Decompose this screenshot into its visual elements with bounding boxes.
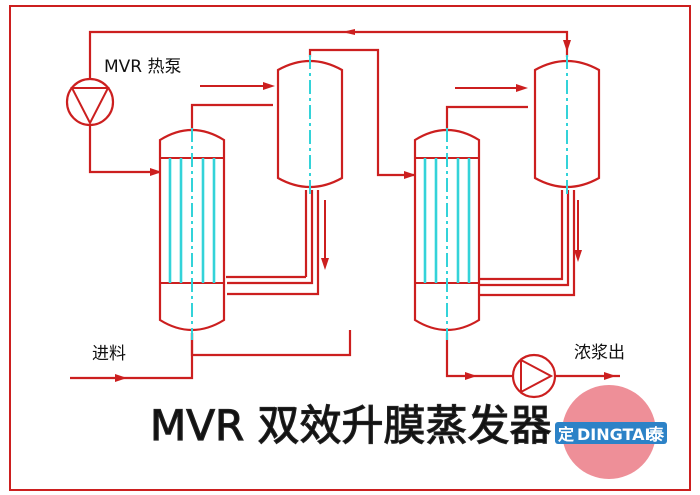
separator-1 xyxy=(276,55,344,196)
evaporator2-vapor-pipe xyxy=(445,105,528,133)
feed-label: 进料 xyxy=(92,344,126,364)
arrow-to-separator2 xyxy=(516,84,528,92)
concentrate-out-label: 浓浆出 xyxy=(574,343,625,363)
flow-arrows xyxy=(115,29,616,382)
diagram-frame xyxy=(9,5,691,491)
separator-2 xyxy=(533,55,601,196)
separator1-return-pipe xyxy=(227,190,314,285)
pipe-network xyxy=(70,30,620,380)
arrow-to-separator1 xyxy=(263,82,275,90)
arrow-top-left xyxy=(342,29,355,35)
dingtai-logo: 定 DINGTAI 泰 xyxy=(555,385,667,479)
feed-pipe xyxy=(70,333,194,380)
evaporator1-vapor-pipe xyxy=(190,103,273,133)
evaporator2-outlet-pipe xyxy=(445,333,512,378)
evaporator-2 xyxy=(413,128,481,340)
logo-brand: DINGTAI xyxy=(577,425,650,444)
arrow-down-separator1 xyxy=(321,258,329,270)
tube-bundle-1 xyxy=(168,158,216,283)
arrow-to-pump xyxy=(465,372,477,380)
arrow-feed xyxy=(115,374,127,382)
pump-triangle-icon xyxy=(70,87,110,126)
diagram-title: MVR 双效升膜蒸发器 xyxy=(150,401,552,450)
separator2-return-pipe xyxy=(478,190,570,287)
separator1-to-evaporator2-pipe xyxy=(308,48,415,177)
logo-band xyxy=(555,422,667,444)
tube-bundle-2 xyxy=(423,158,471,283)
mvr-heat-pump xyxy=(65,77,115,127)
product-pump xyxy=(511,353,557,399)
arrow-top-down xyxy=(563,40,571,52)
arrow-into-evaporator1 xyxy=(150,168,162,176)
pump-triangle-icon xyxy=(520,358,554,394)
logo-left-char: 定 xyxy=(557,425,574,444)
heat-pump-label: MVR 热泵 xyxy=(104,57,182,77)
pump-to-evaporator1-pipe xyxy=(88,126,160,174)
logo-right-char: 泰 xyxy=(647,425,665,444)
arrow-product xyxy=(604,372,616,380)
evaporator-1 xyxy=(158,128,226,340)
arrow-into-evaporator2 xyxy=(404,171,416,179)
arrow-down-separator2 xyxy=(574,250,582,262)
